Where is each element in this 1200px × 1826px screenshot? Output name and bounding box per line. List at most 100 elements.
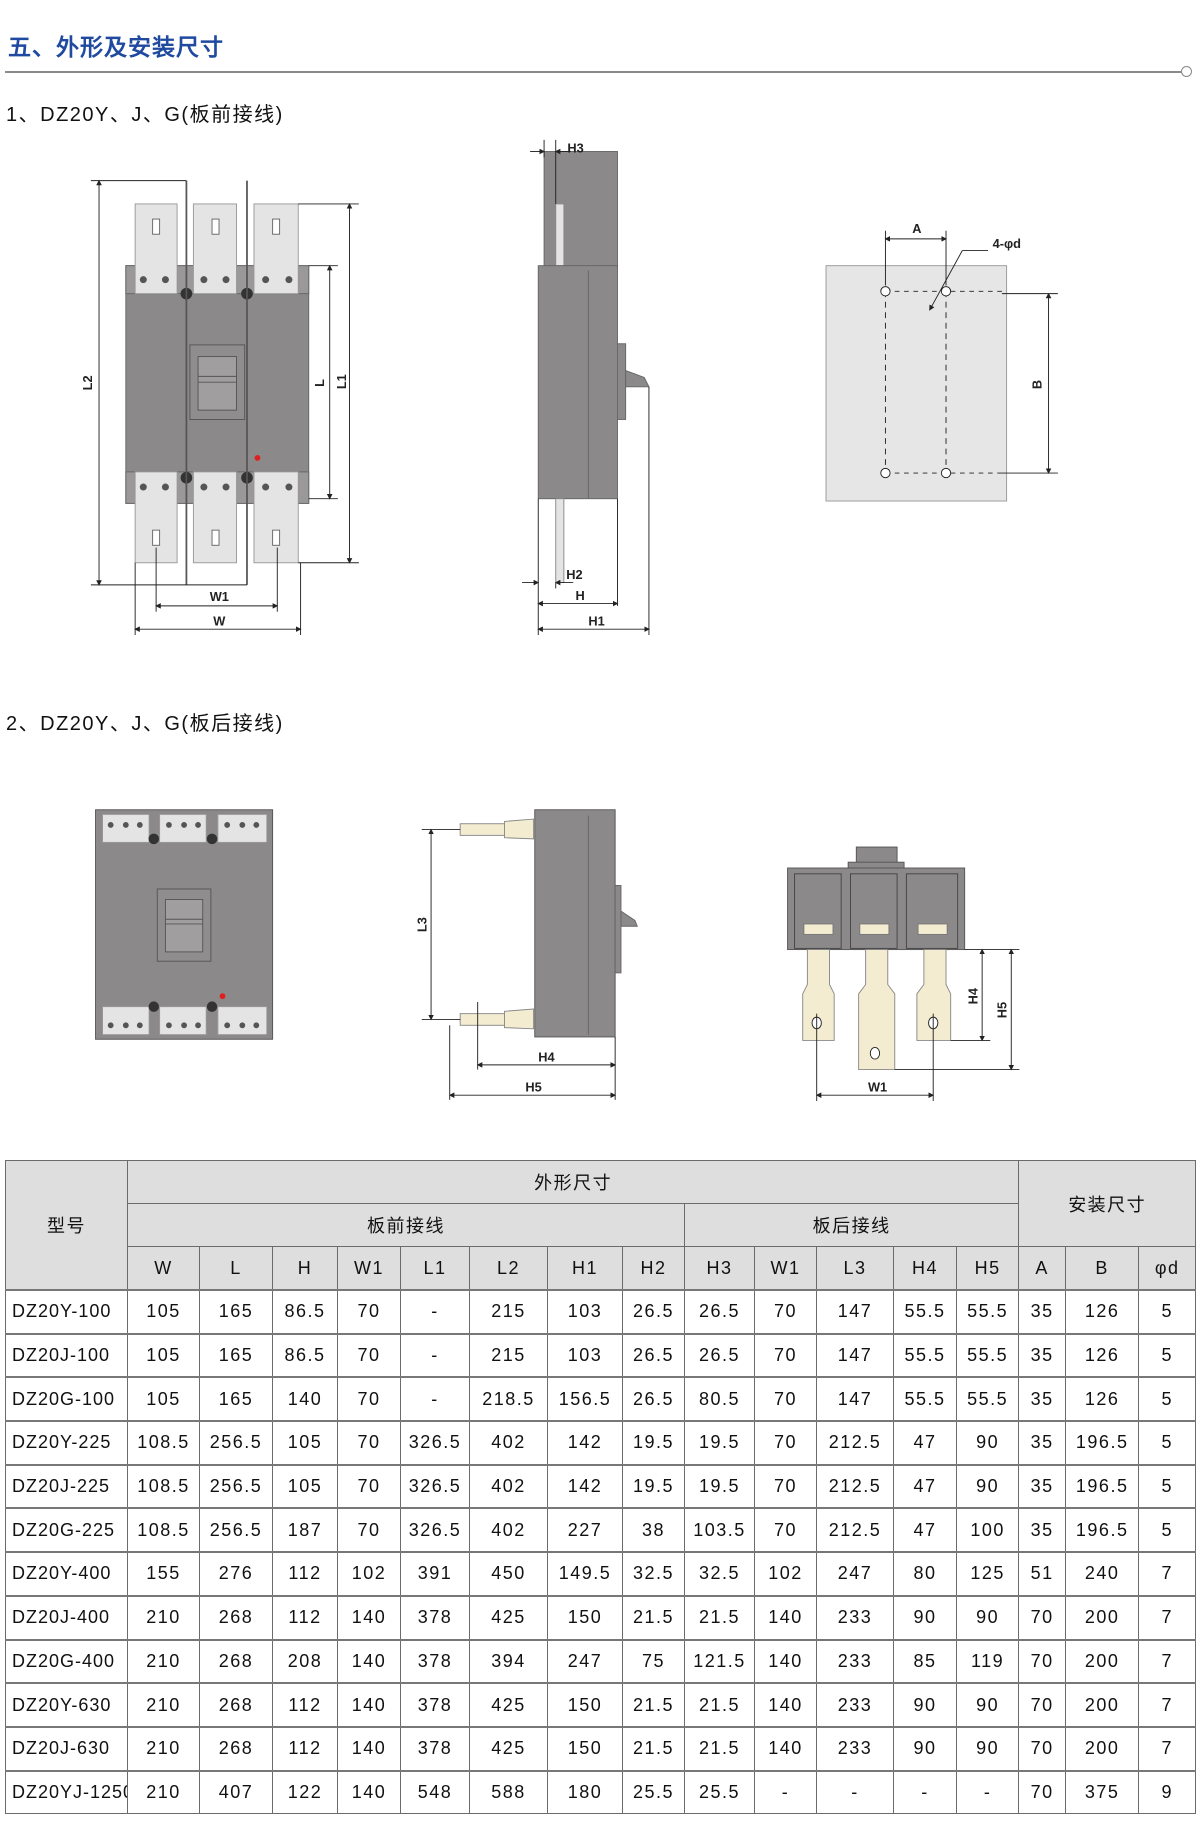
dimension-cell: 450	[469, 1551, 548, 1597]
dimension-cell: 47	[893, 1507, 957, 1553]
dimension-cell: 142	[547, 1464, 623, 1509]
dimension-cell: 90	[893, 1682, 957, 1728]
divider-end-circle	[1181, 66, 1192, 77]
dim-label-W1: W1	[210, 589, 229, 604]
dimension-cell: 70	[337, 1289, 401, 1335]
dim-label-H4-rear: H4	[965, 987, 980, 1004]
model-cell: DZ20J-100	[5, 1333, 128, 1378]
dimension-cell: 19.5	[684, 1420, 755, 1466]
dimension-cell: 126	[1065, 1333, 1140, 1378]
model-cell: DZ20Y-400	[5, 1551, 128, 1597]
dimension-cell: 140	[754, 1682, 817, 1728]
dimension-cell: 70	[1018, 1770, 1067, 1815]
section-rear-wiring-title: 2、DZ20Y、J、G(板后接线)	[6, 713, 284, 735]
dimension-cell: 70	[337, 1420, 401, 1466]
dimension-cell: -	[400, 1333, 470, 1378]
dimension-cell: 102	[754, 1551, 817, 1597]
column-header: L2	[469, 1246, 548, 1291]
dimension-cell: 21.5	[622, 1595, 685, 1640]
dimension-cell: 140	[337, 1726, 401, 1772]
column-header: L3	[816, 1246, 894, 1291]
dimension-cell: 147	[816, 1376, 894, 1422]
dimension-cell: 5	[1138, 1507, 1197, 1553]
dimension-cell: 150	[547, 1682, 623, 1728]
dimension-cell: 140	[754, 1726, 817, 1772]
dimension-cell: 102	[337, 1551, 401, 1597]
mounting-hole-drawing	[825, 230, 1058, 502]
dimension-cell: 19.5	[684, 1464, 755, 1509]
dimension-cell: 26.5	[622, 1376, 685, 1422]
dimension-cell: 375	[1065, 1770, 1140, 1815]
dimension-cell: 378	[400, 1639, 470, 1684]
dimension-cell: 85	[893, 1639, 957, 1684]
dimension-cell: 90	[955, 1682, 1020, 1728]
header-model: 型号	[5, 1160, 128, 1291]
dimension-cell: 80.5	[684, 1376, 755, 1422]
dimension-cell: 90	[955, 1726, 1020, 1772]
dim-label-L3: L3	[414, 917, 429, 932]
dimension-cell: 55.5	[893, 1289, 957, 1335]
dimension-cell: 105	[127, 1376, 200, 1422]
dimension-cell: 588	[469, 1770, 548, 1815]
dimension-cell: 25.5	[684, 1770, 755, 1815]
dimension-cell: 19.5	[622, 1464, 685, 1509]
dimension-cell: 25.5	[622, 1770, 685, 1815]
column-header: H5	[955, 1246, 1020, 1291]
rear-wiring-side-view	[421, 809, 638, 1100]
dimension-cell: 326.5	[400, 1507, 470, 1553]
model-cell: DZ20J-630	[5, 1726, 128, 1772]
dimension-cell: 26.5	[622, 1289, 685, 1335]
dimension-cell: 100	[955, 1507, 1020, 1553]
dimension-cell: 180	[547, 1770, 623, 1815]
dimension-cell: 233	[816, 1639, 894, 1684]
dimension-cell: 200	[1065, 1682, 1140, 1728]
dim-label-H5-side: H5	[525, 1080, 541, 1095]
dimension-cell: 256.5	[199, 1420, 273, 1466]
dimension-cell: 5	[1138, 1289, 1197, 1335]
header-outline-dimensions: 外形尺寸	[126, 1160, 1020, 1204]
column-header: H	[272, 1246, 338, 1291]
dimension-cell: 7	[1138, 1639, 1197, 1684]
dimension-cell: 5	[1138, 1376, 1197, 1422]
dimension-cell: 126	[1065, 1289, 1140, 1335]
dimension-cell: 19.5	[622, 1420, 685, 1466]
dimension-cell: 80	[893, 1551, 957, 1597]
dimension-cell: 112	[272, 1551, 338, 1597]
dimension-cell: 70	[1018, 1639, 1067, 1684]
dimension-cell: -	[816, 1770, 894, 1815]
dimension-cell: 21.5	[622, 1682, 685, 1728]
dimension-cell: 212.5	[816, 1507, 894, 1553]
dimension-cell: 7	[1138, 1595, 1197, 1640]
dimension-cell: 215	[469, 1289, 548, 1335]
dimension-cell: 38	[622, 1507, 685, 1553]
dim-label-L1: L1	[334, 374, 349, 389]
dimension-cell: 5	[1138, 1464, 1197, 1509]
dim-label-B: B	[1030, 380, 1045, 389]
model-cell: DZ20Y-225	[5, 1420, 128, 1466]
indicator-dot	[254, 455, 261, 461]
model-cell: DZ20J-400	[5, 1595, 128, 1640]
dim-label-H: H	[576, 588, 585, 603]
dimension-cell: 55.5	[893, 1333, 957, 1378]
dimension-cell: 70	[337, 1376, 401, 1422]
dimension-cell: 9	[1138, 1770, 1197, 1815]
dimension-cell: 210	[127, 1639, 200, 1684]
dimension-cell: 215	[469, 1333, 548, 1378]
dimension-cell: 208	[272, 1639, 338, 1684]
dimension-cell: 150	[547, 1595, 623, 1640]
dimension-cell: 256.5	[199, 1507, 273, 1553]
dimension-cell: 200	[1065, 1595, 1140, 1640]
dimension-cell: 32.5	[622, 1551, 685, 1597]
dimension-drawings: L2 L L1 W1 W H3 H2 H H1 A 4-φd B L3 H4 H…	[80, 139, 1058, 1102]
dimension-cell: 26.5	[684, 1333, 755, 1378]
model-cell: DZ20G-225	[5, 1507, 128, 1553]
dimension-cell: 51	[1018, 1551, 1067, 1597]
dim-label-W: W	[213, 614, 226, 629]
dimension-cell: 70	[1018, 1595, 1067, 1640]
column-header: W	[127, 1246, 200, 1291]
